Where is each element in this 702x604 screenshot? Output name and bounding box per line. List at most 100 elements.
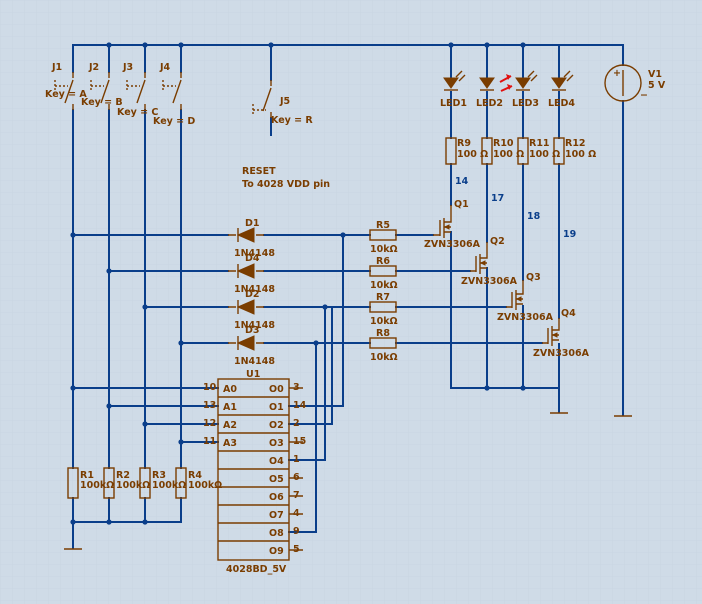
switch-key: Key = R: [271, 115, 313, 126]
resistor-ref: R12: [565, 138, 586, 149]
net-label: 14: [455, 176, 469, 187]
ic-output-name: O8: [269, 528, 284, 539]
ic-pin-number: 12: [203, 418, 216, 429]
ic-output-name: O7: [269, 510, 284, 521]
diode-d2[interactable]: D2 1N4148: [228, 289, 275, 331]
diode-part: 1N4148: [234, 248, 275, 259]
diode-ref: D2: [245, 289, 260, 300]
led-label: LED1: [440, 98, 467, 109]
diode-d1[interactable]: D1 1N4148: [228, 218, 275, 259]
switch-j1[interactable]: J1 Key = A: [45, 62, 87, 110]
diode-ref: D3: [245, 325, 260, 336]
resistor-r4[interactable]: R4 100kΩ: [175, 467, 222, 499]
resistor-value: 100kΩ: [188, 480, 222, 491]
resistor-ref: R4: [188, 470, 202, 481]
switch-j4[interactable]: J4 Key = D: [153, 62, 195, 127]
led-label: LED3: [512, 98, 539, 109]
ic-input-name: A1: [223, 402, 237, 413]
ic-pin-number: 9: [293, 526, 300, 537]
source-ref: V1: [648, 69, 662, 80]
resistor-value: 10kΩ: [370, 352, 398, 363]
mosfet-ref: Q4: [561, 308, 576, 319]
voltage-source-v1[interactable]: + − V1 5 V: [604, 64, 666, 102]
mosfet-ref: Q2: [490, 236, 505, 247]
resistor-r11[interactable]: R11 100 Ω: [517, 137, 560, 165]
resistor-ref: R7: [376, 292, 390, 303]
led-2[interactable]: LED2: [476, 74, 513, 109]
ic-pin-number: 13: [203, 400, 216, 411]
junctions: [70, 42, 526, 525]
resistor-ref: R9: [457, 138, 471, 149]
diode-d3[interactable]: D3 1N4148: [228, 325, 275, 367]
diode-part: 1N4148: [234, 356, 275, 367]
source-plus: +: [613, 68, 621, 79]
mosfet-part: ZVN3306A: [461, 276, 518, 287]
resistor-value: 100 Ω: [493, 149, 524, 160]
reset-note: To 4028 VDD pin: [242, 179, 330, 190]
resistor-ref: R2: [116, 470, 130, 481]
ic-input-name: A0: [223, 384, 237, 395]
resistor-ref: R5: [376, 220, 390, 231]
resistor-ref: R8: [376, 328, 390, 339]
mosfet-q3[interactable]: Q3 ZVN3306A: [497, 272, 554, 323]
resistor-r5[interactable]: R5 10kΩ: [369, 220, 398, 255]
mosfet-part: ZVN3306A: [424, 239, 481, 250]
resistor-r3[interactable]: R3 100kΩ: [139, 467, 186, 499]
switch-j5[interactable]: J5 Key = R: [252, 80, 313, 126]
ic-output-name: O2: [269, 420, 284, 431]
resistor-r8[interactable]: R8 10kΩ: [369, 328, 398, 363]
ic-output-name: O9: [269, 546, 284, 557]
led-1[interactable]: LED1: [440, 70, 467, 109]
diode-d4[interactable]: D4 1N4148: [228, 253, 275, 295]
switch-key: Key = D: [153, 116, 195, 127]
resistor-r12[interactable]: R12 100 Ω: [553, 137, 596, 165]
ic-part: 4028BD_5V: [226, 564, 287, 575]
mosfet-q4[interactable]: Q4 ZVN3306A: [533, 308, 590, 359]
resistor-r9[interactable]: R9 100 Ω: [445, 137, 488, 165]
switch-key: Key = C: [117, 107, 158, 118]
ic-pin-number: 1: [293, 454, 300, 465]
resistor-ref: R1: [80, 470, 94, 481]
ic-output-name: O3: [269, 438, 284, 449]
ic-inputs: A0 10 A1 13 A2 12 A3 11: [203, 382, 237, 449]
mosfet-q2[interactable]: Q2 ZVN3306A: [461, 236, 518, 287]
ic-pin-stubs: [289, 387, 303, 551]
resistor-value: 10kΩ: [370, 280, 398, 291]
switch-ref: J3: [122, 62, 133, 73]
switch-j3[interactable]: J3 Key = C: [117, 62, 158, 118]
mosfet-part: ZVN3306A: [533, 348, 590, 359]
ic-pin-number: 14: [293, 400, 307, 411]
resistor-r10[interactable]: R10 100 Ω: [481, 137, 524, 165]
resistor-value: 100kΩ: [116, 480, 150, 491]
switch-ref: J4: [159, 62, 171, 73]
resistor-r6[interactable]: R6 10kΩ: [369, 256, 398, 291]
led-4[interactable]: LED4: [548, 70, 575, 109]
led-label: LED2: [476, 98, 503, 109]
ic-output-name: O1: [269, 402, 284, 413]
resistor-ref: R3: [152, 470, 166, 481]
source-minus: −: [640, 90, 648, 101]
led-3[interactable]: LED3: [512, 70, 539, 109]
ground-symbols: [64, 412, 632, 550]
resistor-r1[interactable]: R1 100kΩ: [67, 467, 114, 499]
mosfet-ref: Q3: [526, 272, 541, 283]
switch-ref: J1: [51, 62, 62, 73]
ic-ref: U1: [246, 369, 260, 380]
resistor-r2[interactable]: R2 100kΩ: [103, 467, 150, 499]
ic-output-name: O0: [269, 384, 284, 395]
switch-key: Key = A: [45, 89, 87, 100]
diode-ref: D1: [245, 218, 260, 229]
resistor-value: 10kΩ: [370, 316, 398, 327]
mosfet-q1[interactable]: Q1 ZVN3306A: [424, 199, 481, 250]
ic-output-name: O5: [269, 474, 284, 485]
diode-part: 1N4148: [234, 320, 275, 331]
wires: [72, 44, 624, 549]
ic-output-name: O4: [269, 456, 284, 467]
resistor-value: 100 Ω: [565, 149, 596, 160]
resistor-r7[interactable]: R7 10kΩ: [369, 292, 398, 327]
ic-u1[interactable]: U1 4028BD_5V: [217, 369, 290, 575]
led-label: LED4: [548, 98, 575, 109]
switch-j2[interactable]: J2 Key = B: [81, 62, 123, 110]
